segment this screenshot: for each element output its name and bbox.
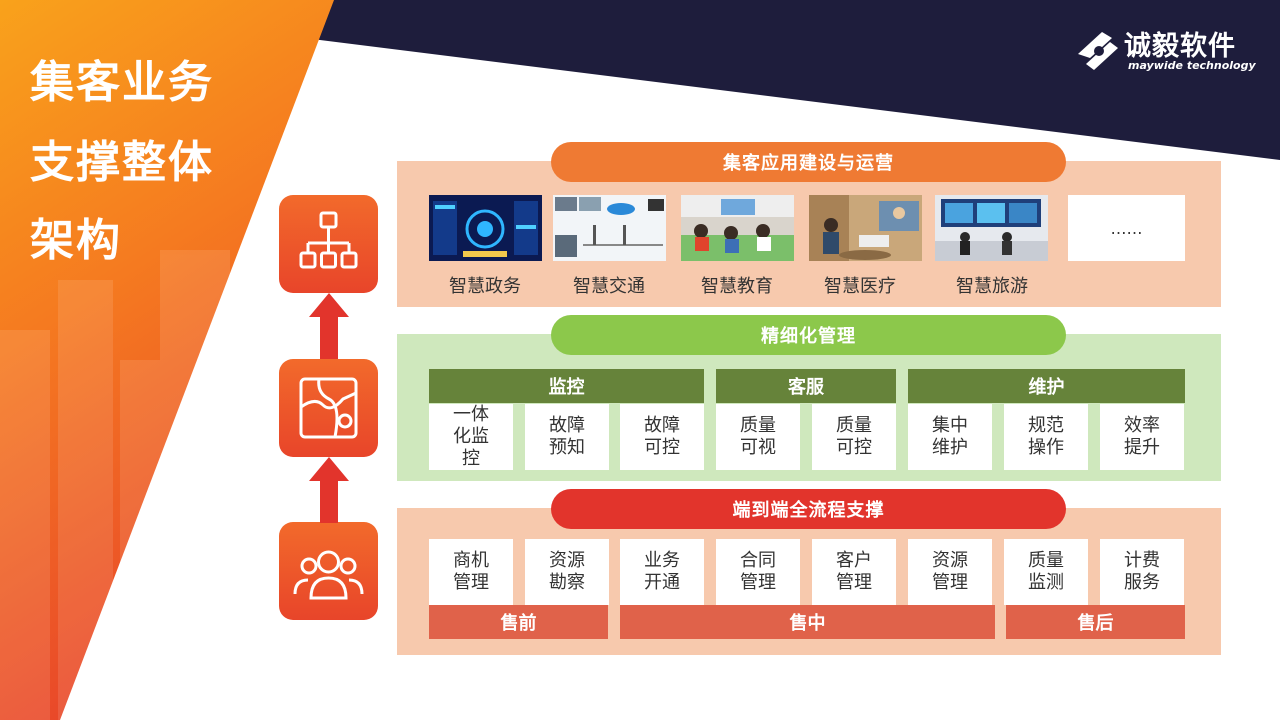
map-icon: [299, 377, 358, 439]
user-group-icon: [293, 550, 364, 600]
telemedicine-image: [809, 195, 922, 261]
app-label: 智慧教育: [701, 276, 773, 297]
phase-aftersales: 售后: [1006, 605, 1185, 639]
page-title-line-2: 支撑整体: [30, 137, 214, 188]
process-item: 业务开通: [620, 539, 704, 605]
logo-name: 诚毅软件: [1124, 31, 1236, 62]
traffic-diagram-image: [553, 195, 666, 261]
group-header-monitoring: 监控: [429, 369, 704, 403]
app-image-2: [553, 195, 666, 261]
logo-mark-icon: [1078, 32, 1118, 70]
dashboard-screen-image: [429, 195, 542, 261]
org-chart-icon-box: [279, 195, 378, 293]
phase-insales: 售中: [620, 605, 995, 639]
process-item: 资源管理: [908, 539, 992, 605]
process-item: 质量监测: [1004, 539, 1088, 605]
management-item: 质量可视: [716, 404, 800, 470]
app-label: 智慧交通: [573, 276, 645, 297]
org-chart-icon: [299, 211, 358, 269]
management-item: 故障预知: [525, 404, 609, 470]
process-item: 客户管理: [812, 539, 896, 605]
management-item: 效率提升: [1100, 404, 1184, 470]
company-logo: 诚毅软件 maywide technology: [1072, 24, 1262, 76]
phase-presales: 售前: [429, 605, 608, 639]
app-image-3: [681, 195, 794, 261]
management-item: 质量可控: [812, 404, 896, 470]
group-header-service: 客服: [716, 369, 896, 403]
process-item: 计费服务: [1100, 539, 1184, 605]
orange-side-band: [0, 0, 334, 720]
app-label: 智慧旅游: [956, 276, 1028, 297]
control-room-image: [935, 195, 1048, 261]
management-panel: [397, 334, 1221, 481]
process-panel-title: 端到端全流程支撑: [551, 489, 1066, 529]
app-label: 智慧医疗: [824, 276, 896, 297]
logo-tagline: maywide technology: [1128, 59, 1256, 72]
page-title-line-1: 集客业务: [30, 57, 214, 108]
page-title-line-3: 架构: [30, 215, 122, 266]
classroom-image: [681, 195, 794, 261]
app-image-5: [935, 195, 1048, 261]
app-image-1: [429, 195, 542, 261]
process-item: 资源勘察: [525, 539, 609, 605]
group-header-maintenance: 维护: [908, 369, 1185, 403]
management-item: 故障可控: [620, 404, 704, 470]
city-skyline-silhouette: [0, 250, 230, 720]
process-item: 商机管理: [429, 539, 513, 605]
management-panel-title: 精细化管理: [551, 315, 1066, 355]
management-item: 规范操作: [1004, 404, 1088, 470]
map-icon-box: [279, 359, 378, 457]
up-arrow-icon: [309, 457, 349, 523]
application-panel-title: 集客应用建设与运营: [551, 142, 1066, 182]
user-group-icon-box: [279, 522, 378, 620]
app-label: 智慧政务: [449, 276, 521, 297]
management-item: 集中维护: [908, 404, 992, 470]
app-image-4: [809, 195, 922, 261]
navy-corner-band: [0, 0, 1280, 160]
more-apps-placeholder: ……: [1068, 195, 1185, 261]
process-item: 合同管理: [716, 539, 800, 605]
up-arrow-icon: [309, 293, 349, 359]
management-item: 一体化监控: [429, 404, 513, 470]
